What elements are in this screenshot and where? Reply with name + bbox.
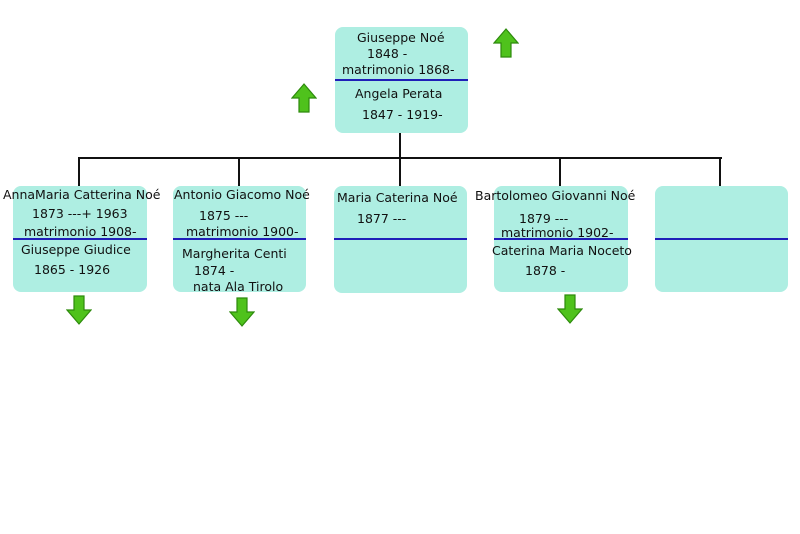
child-4-years: 1879 --- <box>519 211 569 226</box>
child-4-separator <box>494 238 628 240</box>
child-1-separator <box>13 238 147 240</box>
root-spouse-years: 1847 - 1919- <box>362 107 443 122</box>
arrow-down-icon[interactable] <box>66 295 92 325</box>
child-3-name: Maria Caterina Noé <box>337 190 458 205</box>
child-drop-line-4 <box>559 157 561 188</box>
child-2-separator <box>173 238 306 240</box>
arrow-down-icon[interactable] <box>229 297 255 327</box>
child-2-spouse-note: nata Ala Tirolo <box>193 279 284 294</box>
root-years: 1848 - <box>367 46 408 61</box>
child-1-years: 1873 ---+ 1963 <box>32 206 128 221</box>
child-1-spouse-years: 1865 - 1926 <box>34 262 111 277</box>
child-1-name: AnnaMaria Catterina Noé <box>3 187 161 202</box>
child-drop-line-3 <box>399 157 401 188</box>
child-1-marriage: matrimonio 1908- <box>24 224 137 239</box>
child-3-separator <box>334 238 467 240</box>
root-marriage: matrimonio 1868- <box>342 62 455 77</box>
root-separator <box>335 79 468 81</box>
child-3-years: 1877 --- <box>357 211 407 226</box>
arrow-down-icon[interactable] <box>557 294 583 324</box>
child-2-years: 1875 --- <box>199 208 249 223</box>
child-4-spouse-years: 1878 - <box>525 263 566 278</box>
child-4-marriage: matrimonio 1902- <box>501 225 614 240</box>
child-2-marriage: matrimonio 1900- <box>186 224 299 239</box>
arrow-up-icon[interactable] <box>291 83 317 113</box>
arrow-up-icon[interactable] <box>493 28 519 58</box>
child-4-spouse-name: Caterina Maria Noceto <box>492 243 632 258</box>
root-stem-line <box>399 133 401 159</box>
child-4-name: Bartolomeo Giovanni Noé <box>475 188 636 203</box>
root-name: Giuseppe Noé <box>357 30 445 45</box>
child-2-name: Antonio Giacomo Noé <box>174 187 310 202</box>
child-drop-line-1 <box>78 157 80 188</box>
child-drop-line-5 <box>719 157 721 188</box>
child-drop-line-2 <box>238 157 240 188</box>
child-5-separator <box>655 238 788 240</box>
child-2-spouse-years: 1874 - <box>194 263 235 278</box>
child-1-spouse-name: Giuseppe Giudice <box>21 242 131 257</box>
root-spouse-name: Angela Perata <box>355 86 443 101</box>
child-2-spouse-name: Margherita Centi <box>182 246 287 261</box>
